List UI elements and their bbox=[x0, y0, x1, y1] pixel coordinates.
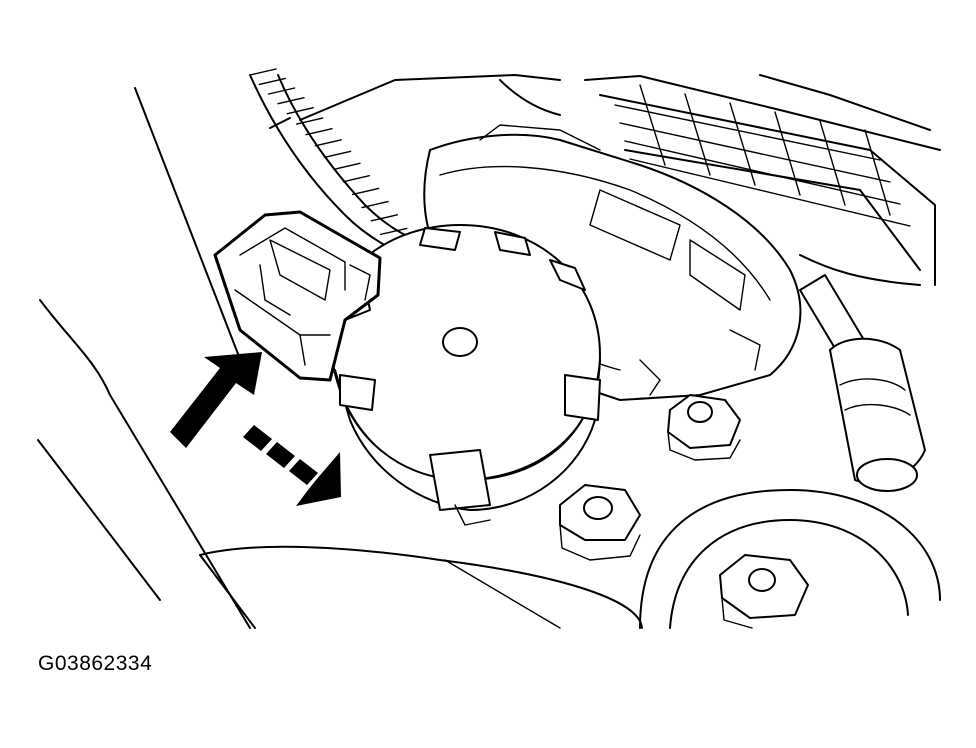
rotor bbox=[329, 224, 601, 526]
pulley bbox=[639, 489, 941, 629]
nut-upper bbox=[667, 394, 741, 461]
intake-grille bbox=[584, 74, 941, 286]
toothed-belt bbox=[249, 68, 417, 249]
electrical-connector bbox=[213, 210, 382, 382]
insert-arrow bbox=[170, 352, 262, 448]
hose bbox=[799, 274, 926, 492]
nut-lower bbox=[559, 484, 641, 561]
removal-arrow-dashed bbox=[243, 425, 341, 506]
housing-outline bbox=[37, 74, 643, 629]
figure-id-label: G03862334 bbox=[38, 652, 153, 675]
